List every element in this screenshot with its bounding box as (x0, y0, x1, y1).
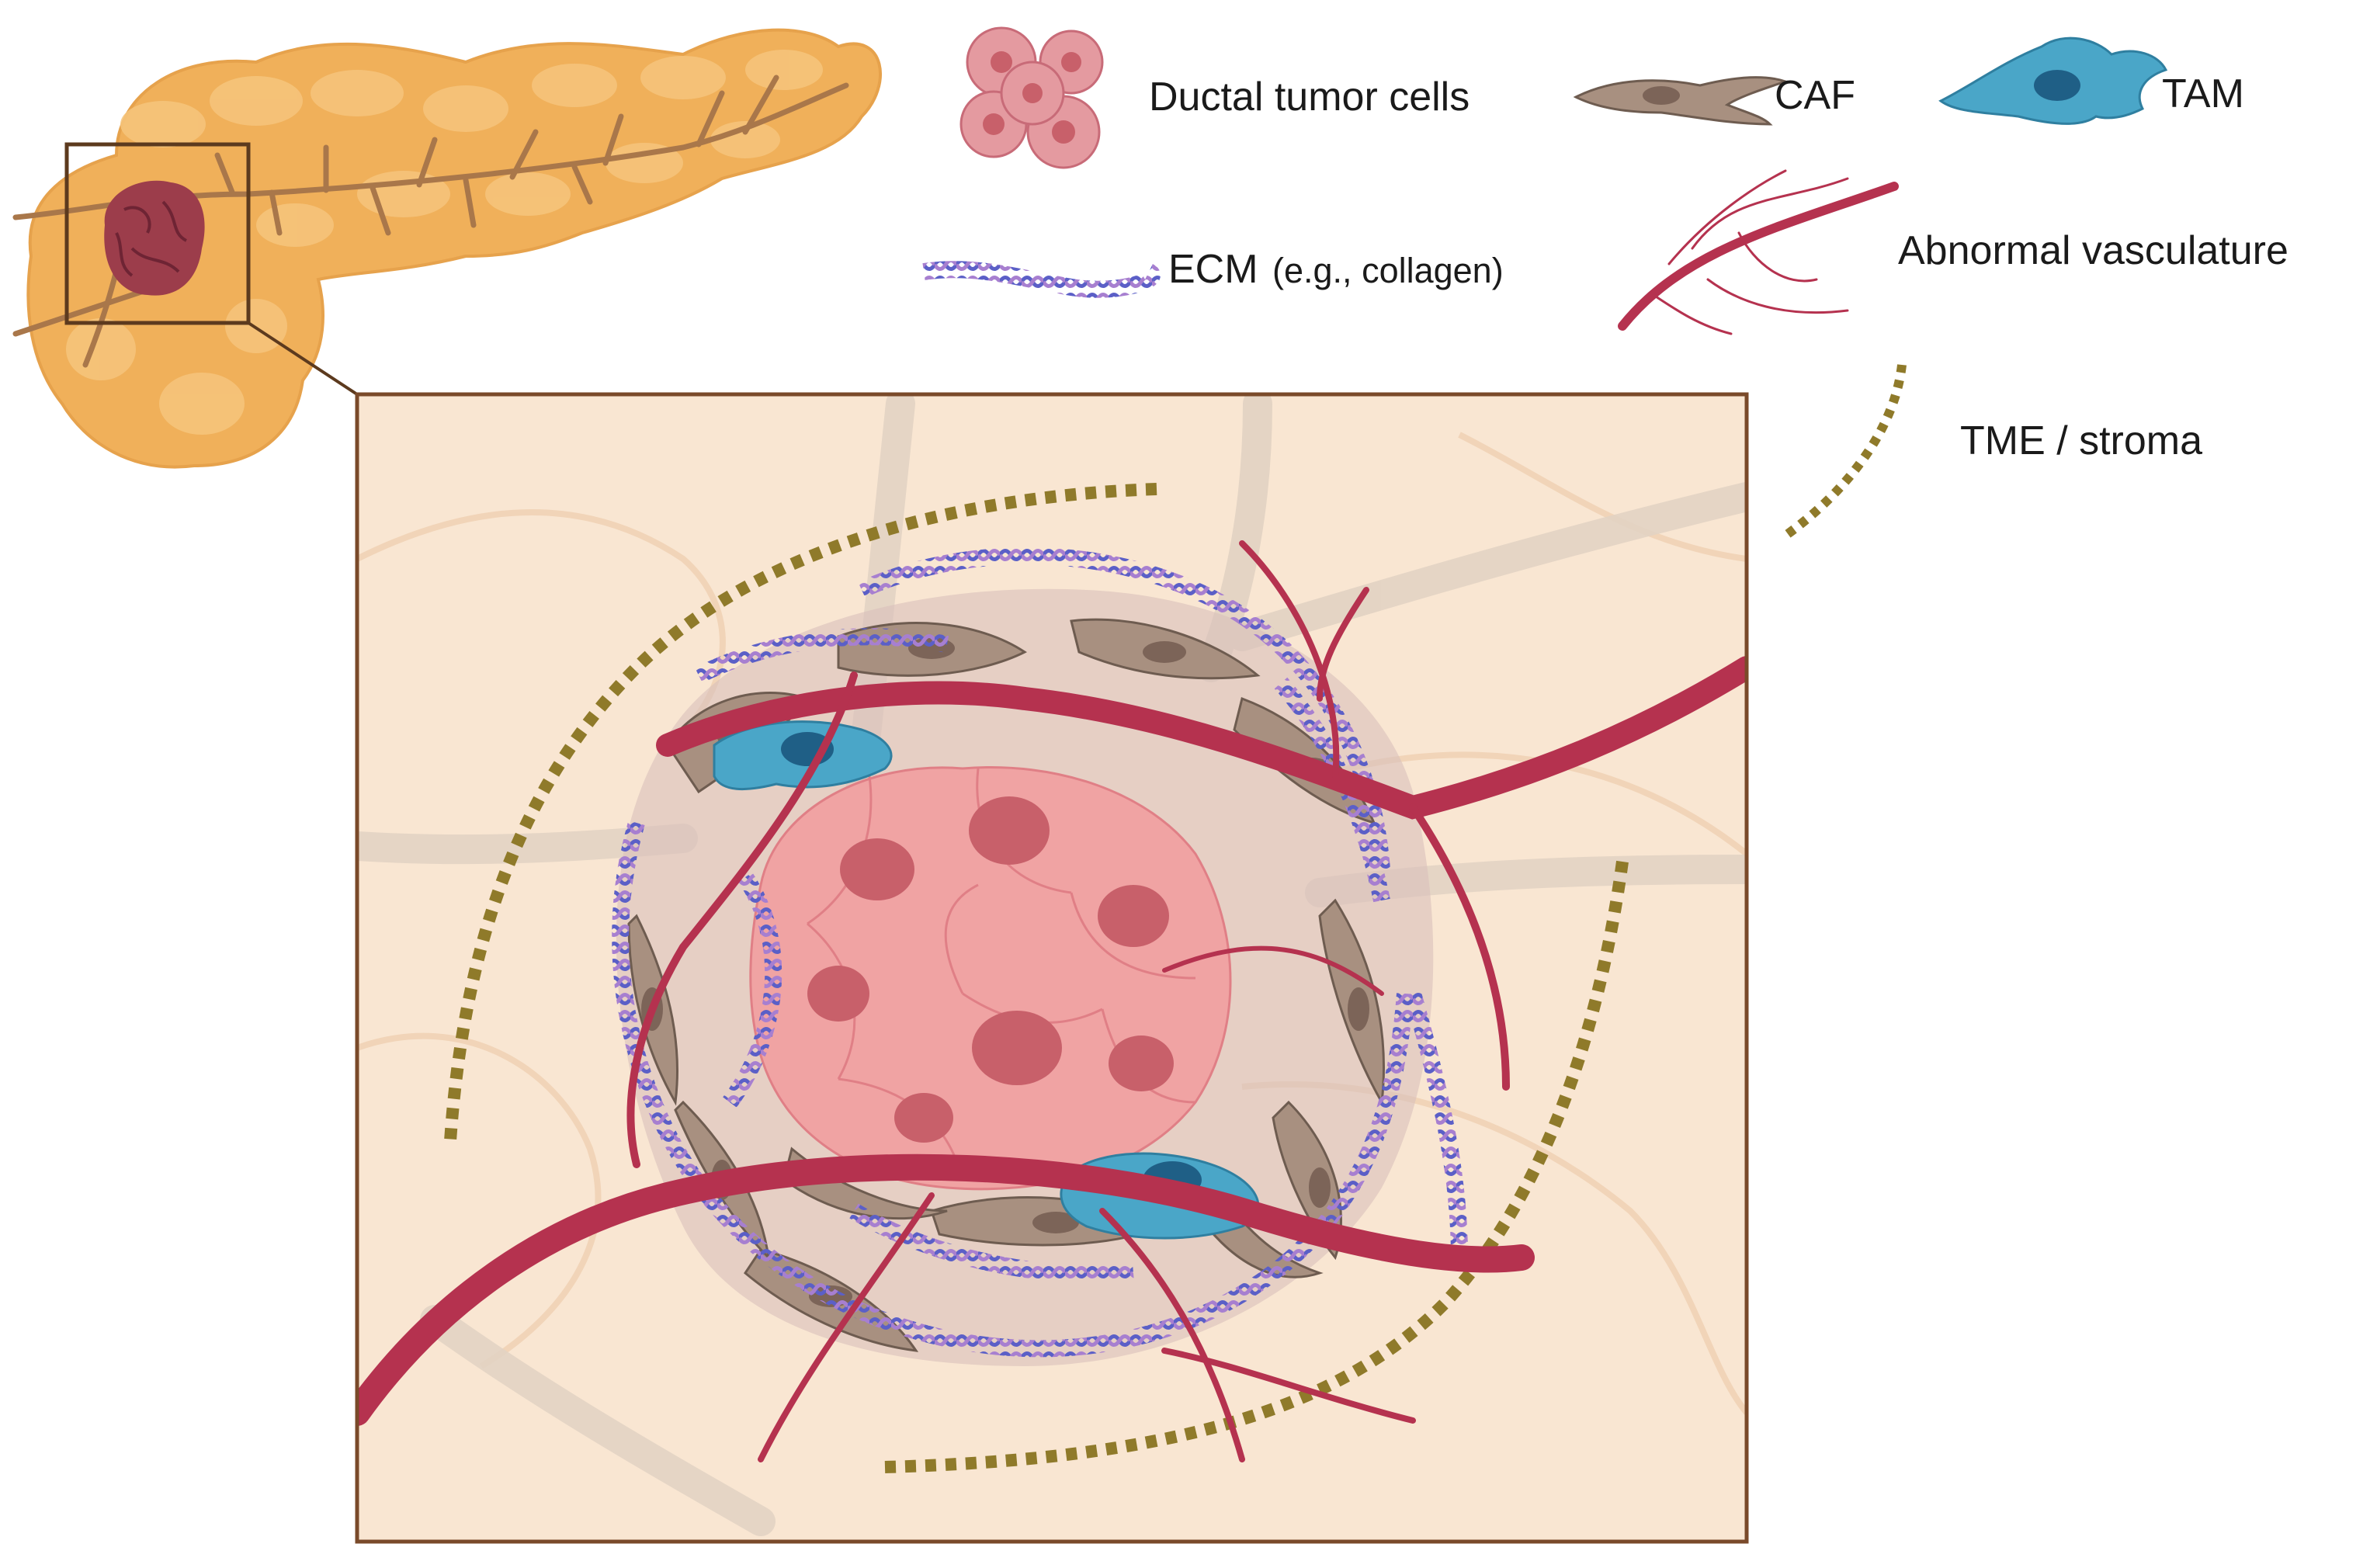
legend-label-vasculature: Abnormal vasculature (1898, 228, 2288, 273)
legend-label-ecm: ECM (1168, 247, 1258, 292)
tme-dash-icon (1782, 364, 1907, 539)
legend-label-tumor: Ductal tumor cells (1149, 75, 1470, 120)
legend: Ductal tumor cells CAF TAM ECM (e.g., co… (922, 26, 2288, 539)
caf-cell-icon (1573, 76, 1789, 126)
legend-label-tam: TAM (2162, 71, 2244, 116)
legend-label-ecm-note: (e.g., collagen) (1272, 251, 1504, 290)
tumor-cells (749, 765, 1232, 1191)
legend-caf: CAF (1573, 73, 1855, 126)
legend-tam: TAM (1938, 36, 2244, 125)
tme-boundary (444, 483, 1629, 1473)
ecm-fiber-icon (922, 261, 1161, 298)
pancreas-tumor (104, 180, 205, 296)
legend-tumor: Ductal tumor cells (959, 26, 1470, 169)
zoom-box (64, 142, 251, 325)
abnormal-vessels (357, 540, 1747, 1462)
legend-tme: TME / stroma (1782, 364, 2202, 539)
legend-label-tme: TME / stroma (1960, 418, 2202, 463)
ecm-fibers (612, 547, 1468, 1358)
pancreas-organ-icon (12, 28, 882, 469)
tumor-cluster-icon (959, 26, 1104, 169)
legend-ecm: ECM (e.g., collagen) (922, 247, 1504, 298)
legend-label-caf: CAF (1775, 73, 1855, 118)
svg-text:ECM (e.g., collagen): ECM (e.g., collagen) (1168, 247, 1504, 292)
legend-vasculature: Abnormal vasculature (1618, 169, 2288, 335)
tme-inset (355, 392, 1749, 1544)
vessel-icon (1618, 169, 1899, 335)
